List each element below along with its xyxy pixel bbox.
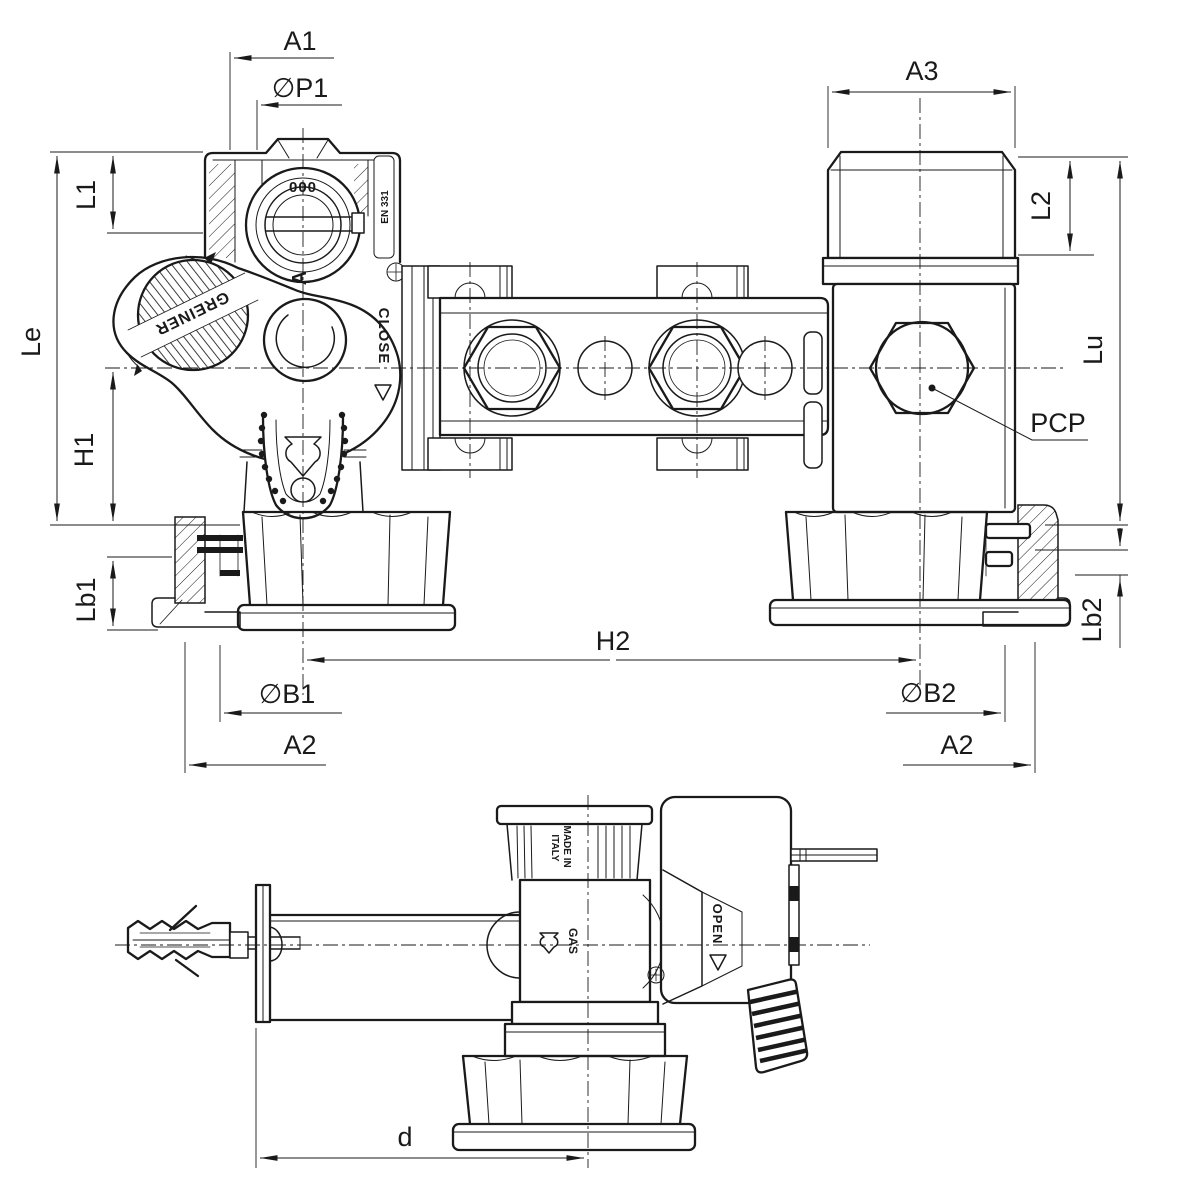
front-view: 000 A EN 331 GREINER — [16, 26, 1128, 773]
left-union-nut — [236, 510, 457, 632]
grip-arrow-down-icon — [134, 364, 142, 376]
standard-marking: EN 331 — [380, 190, 391, 224]
grip-arrow-up-icon — [204, 252, 216, 264]
dim-label-pcp: PCP — [1030, 408, 1086, 438]
gas-marking: GAS — [566, 928, 580, 954]
screw-side-icon — [647, 966, 665, 984]
close-marking: CLOSE — [375, 308, 392, 365]
dim-label-lb1: Lb1 — [71, 577, 101, 622]
centerlines-front — [105, 98, 1065, 695]
dim-label-a1: A1 — [283, 26, 316, 56]
logo-heart-icon — [284, 436, 322, 477]
dim-label-a2-left: A2 — [283, 730, 316, 760]
dim-label-a3: A3 — [905, 56, 938, 86]
cap-ribs — [516, 825, 631, 879]
plate-edge — [788, 864, 800, 966]
left-wall-bracket — [151, 516, 243, 628]
dim-label-lb2: Lb2 — [1077, 597, 1107, 642]
dim-label-b2: ∅B2 — [900, 678, 957, 708]
made-in-line2: ITALY — [549, 834, 560, 862]
right-valve-assembly — [768, 150, 1072, 627]
side-view: MADE IN ITALY GAS OPEN — [115, 795, 878, 1168]
dim-label-b1: ∅B1 — [259, 679, 316, 709]
bead-chain — [257, 411, 349, 505]
close-arrow-icon — [374, 384, 392, 401]
knob — [262, 297, 348, 383]
valve-body-side: MADE IN ITALY GAS — [486, 804, 667, 1058]
dim-label-lu: Lu — [1078, 335, 1108, 365]
dim-label-h2: H2 — [596, 626, 631, 656]
right-wall-bracket — [982, 504, 1071, 627]
mount-bracket-bottom-right — [656, 437, 749, 471]
thread-hatch-right — [354, 164, 368, 214]
dimensions-front: A1 ∅P1 A3 Le L1 H1 Lb1 L2 Lu Lb2 H2 ∅B1 … — [16, 26, 1128, 773]
port-marking: A — [289, 271, 311, 285]
standard-plate — [373, 155, 395, 259]
handle-housing-side: OPEN — [647, 795, 878, 1074]
dial-marking: 000 — [289, 179, 317, 196]
lever-ribs — [749, 988, 808, 1064]
thread-hatch-left — [209, 164, 235, 258]
dim-label-l2: L2 — [1026, 191, 1056, 221]
made-in-line1: MADE IN — [561, 825, 572, 867]
centerlines-side — [115, 795, 870, 1168]
mount-bracket-top-right — [656, 265, 749, 299]
dimensions-side: d — [255, 1028, 584, 1168]
dim-label-l1: L1 — [71, 180, 101, 210]
mounting-plate — [254, 883, 283, 1024]
extension-pipe — [268, 913, 522, 1022]
left-valve-assembly: 000 A EN 331 GREINER — [112, 137, 457, 632]
open-marking: OPEN — [710, 904, 725, 945]
made-in-italy-marking: MADE IN ITALY — [549, 825, 572, 870]
dim-label-p1: ∅P1 — [272, 73, 329, 103]
open-arrow-icon — [709, 954, 727, 971]
dim-label-a2-right: A2 — [940, 730, 973, 760]
dim-label-d: d — [397, 1122, 412, 1152]
logo-heart-side-icon — [539, 932, 559, 954]
dim-label-h1: H1 — [69, 433, 99, 468]
side-union-nut — [451, 1054, 697, 1152]
dim-label-le: Le — [16, 327, 46, 357]
